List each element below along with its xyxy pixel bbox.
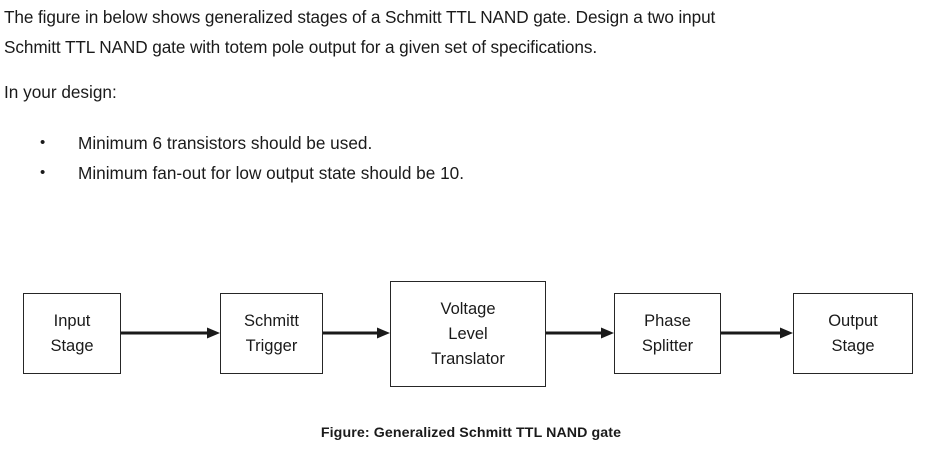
list-item: • Minimum 6 transistors should be used. — [40, 128, 740, 158]
figure-caption: Figure: Generalized Schmitt TTL NAND gat… — [320, 425, 622, 441]
node-label-line: Trigger — [245, 336, 298, 355]
bullet-marker-icon: • — [40, 164, 46, 181]
diagram-node-input-stage: Input Stage — [23, 293, 121, 374]
node-label-line: Schmitt — [243, 311, 299, 330]
requirements-list: • Minimum 6 transistors should be used. … — [40, 128, 740, 188]
node-label-line: Stage — [50, 336, 94, 355]
paragraph-spacer — [4, 62, 940, 77]
arrow-input-to-schmitt-icon — [121, 326, 221, 340]
node-label-line: Stage — [831, 336, 875, 355]
lead-in-text: In your design: — [4, 82, 117, 102]
intro-line-1: The figure in below shows generalized st… — [4, 7, 716, 27]
arrow-schmitt-to-translator-icon — [323, 326, 391, 340]
intro-text-block: The figure in below shows generalized st… — [4, 2, 940, 107]
node-label-line: Output — [828, 311, 878, 330]
arrow-phase-to-output-icon — [721, 326, 794, 340]
list-item-label: Minimum fan-out for low output state sho… — [78, 163, 464, 183]
list-item-label: Minimum 6 transistors should be used. — [78, 133, 373, 153]
diagram-node-output-stage: Output Stage — [793, 293, 913, 374]
node-label-line: Input — [53, 311, 91, 330]
node-label-line: Translator — [431, 349, 505, 368]
diagram-node-schmitt-trigger: Schmitt Trigger — [220, 293, 323, 374]
bullet-marker-icon: • — [40, 134, 46, 151]
node-label-line: Splitter — [641, 336, 694, 355]
arrow-translator-to-phase-icon — [546, 326, 615, 340]
node-label-line: Voltage — [440, 299, 496, 318]
diagram-node-voltage-level-translator: Voltage Level Translator — [390, 281, 546, 387]
intro-line-2: Schmitt TTL NAND gate with totem pole ou… — [4, 37, 597, 57]
diagram-node-phase-splitter: Phase Splitter — [614, 293, 721, 374]
node-label-line: Level — [448, 324, 488, 343]
list-item: • Minimum fan-out for low output state s… — [40, 158, 740, 188]
node-label-line: Phase — [644, 311, 691, 330]
